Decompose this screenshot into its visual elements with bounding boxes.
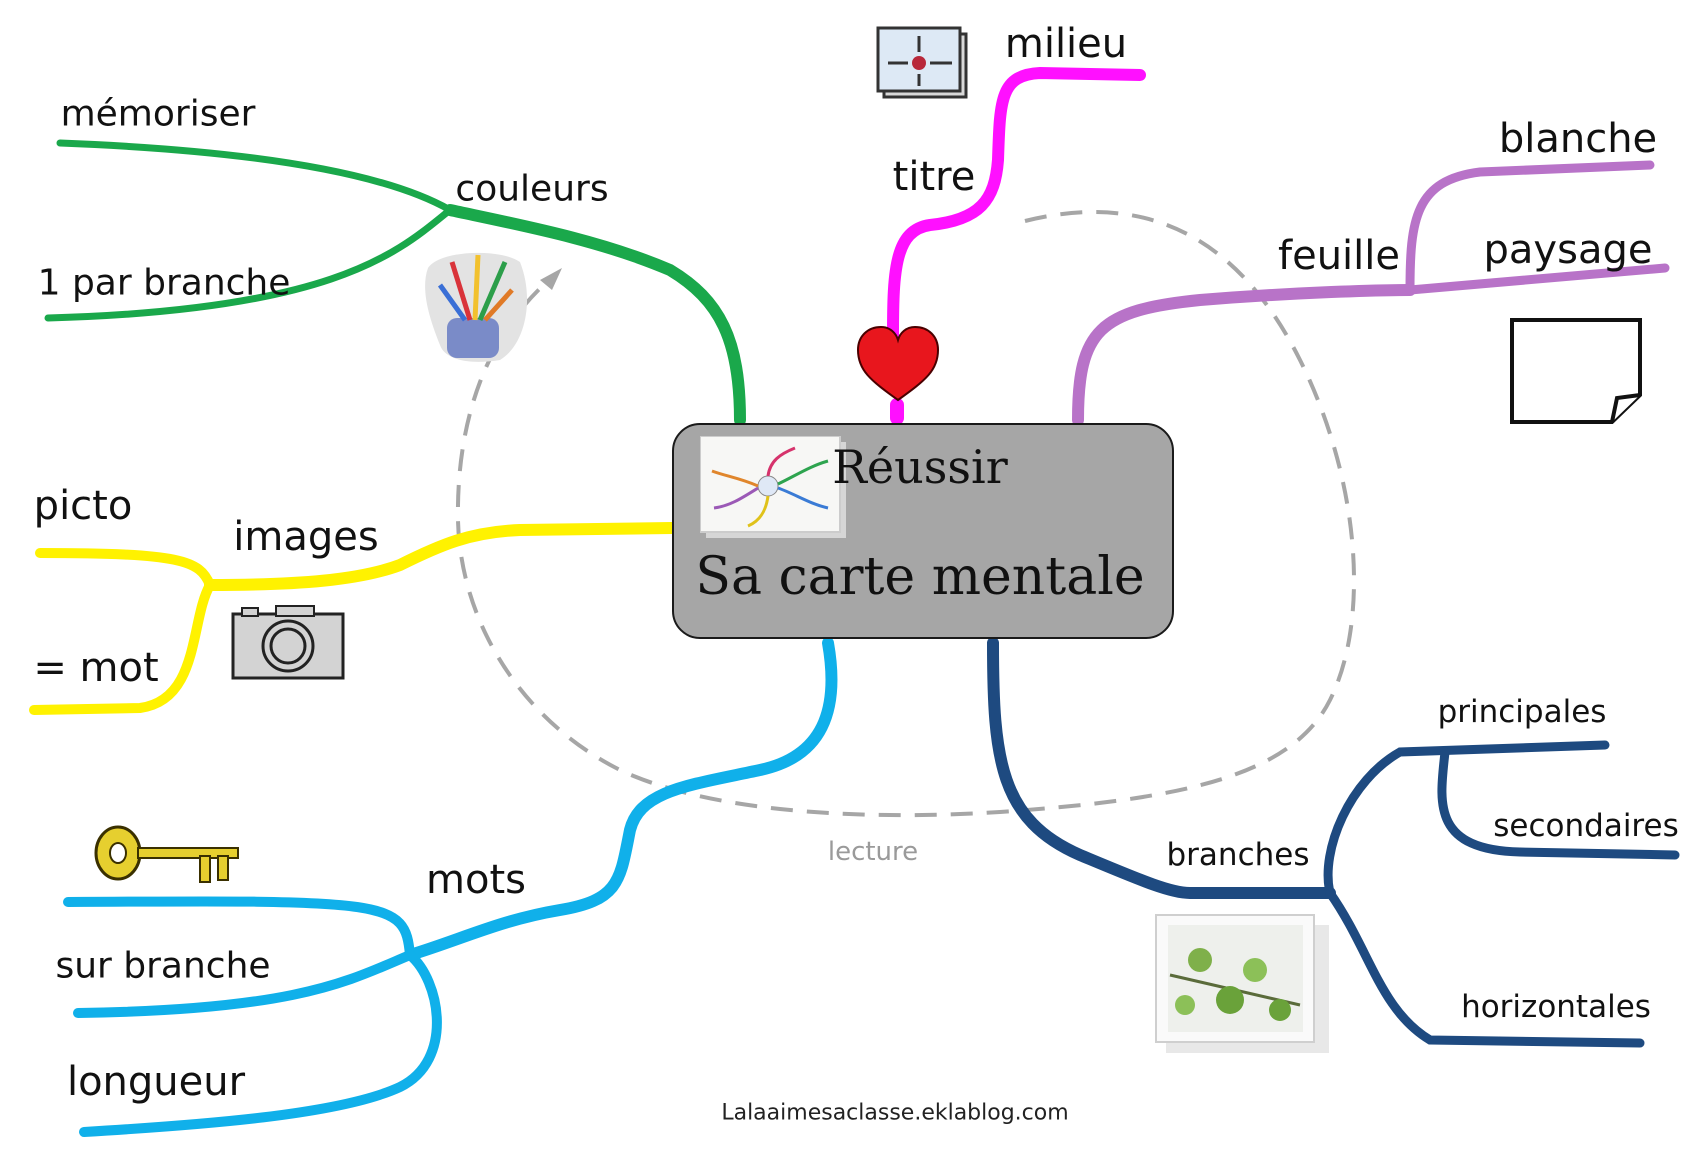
central-subtitle: Sa carte mentale: [695, 547, 1145, 607]
label-secondaires: secondaires: [1493, 808, 1679, 844]
central-title: Réussir: [832, 440, 1008, 494]
label-horizontales: horizontales: [1461, 989, 1651, 1025]
leaf-photo-icon: [1155, 914, 1329, 1053]
label-lecture: lecture: [827, 837, 919, 867]
label-sur-branche: sur branche: [55, 945, 271, 987]
label-1-par-branche: 1 par branche: [37, 262, 291, 304]
label-branches: branches: [1166, 837, 1310, 873]
label-blanche: blanche: [1498, 116, 1658, 162]
label-feuille: feuille: [1278, 233, 1400, 279]
label-longueur: longueur: [66, 1059, 246, 1105]
label-images: images: [233, 514, 379, 560]
footer-credit: Lalaaimesaclasse.eklablog.com: [721, 1100, 1069, 1126]
label-paysage: paysage: [1483, 227, 1653, 273]
heart-icon: [856, 325, 940, 402]
blank-paper-icon: [1510, 318, 1642, 424]
label-titre: titre: [892, 154, 976, 200]
branch-titre: [887, 66, 1146, 425]
branch-branches: [987, 637, 1680, 1048]
label-mots: mots: [426, 857, 526, 903]
label-egal-mot: = mot: [33, 645, 159, 691]
branch-feuille: [1072, 160, 1670, 426]
pencil-cup-icon: [425, 252, 528, 362]
label-picto: picto: [33, 483, 133, 529]
camera-icon: [231, 605, 345, 680]
branch-couleurs: [44, 139, 746, 426]
key-icon: [94, 825, 239, 883]
reading-arrow-head: [540, 268, 562, 290]
mindmap-thumbnail-icon: [700, 436, 846, 538]
center-target-icon: [876, 26, 968, 99]
label-principales: principales: [1437, 694, 1607, 730]
label-memoriser: mémoriser: [60, 93, 256, 135]
label-couleurs: couleurs: [455, 168, 609, 210]
label-milieu: milieu: [1004, 21, 1128, 67]
branch-images: [29, 522, 678, 715]
branch-mots: [63, 637, 838, 1137]
